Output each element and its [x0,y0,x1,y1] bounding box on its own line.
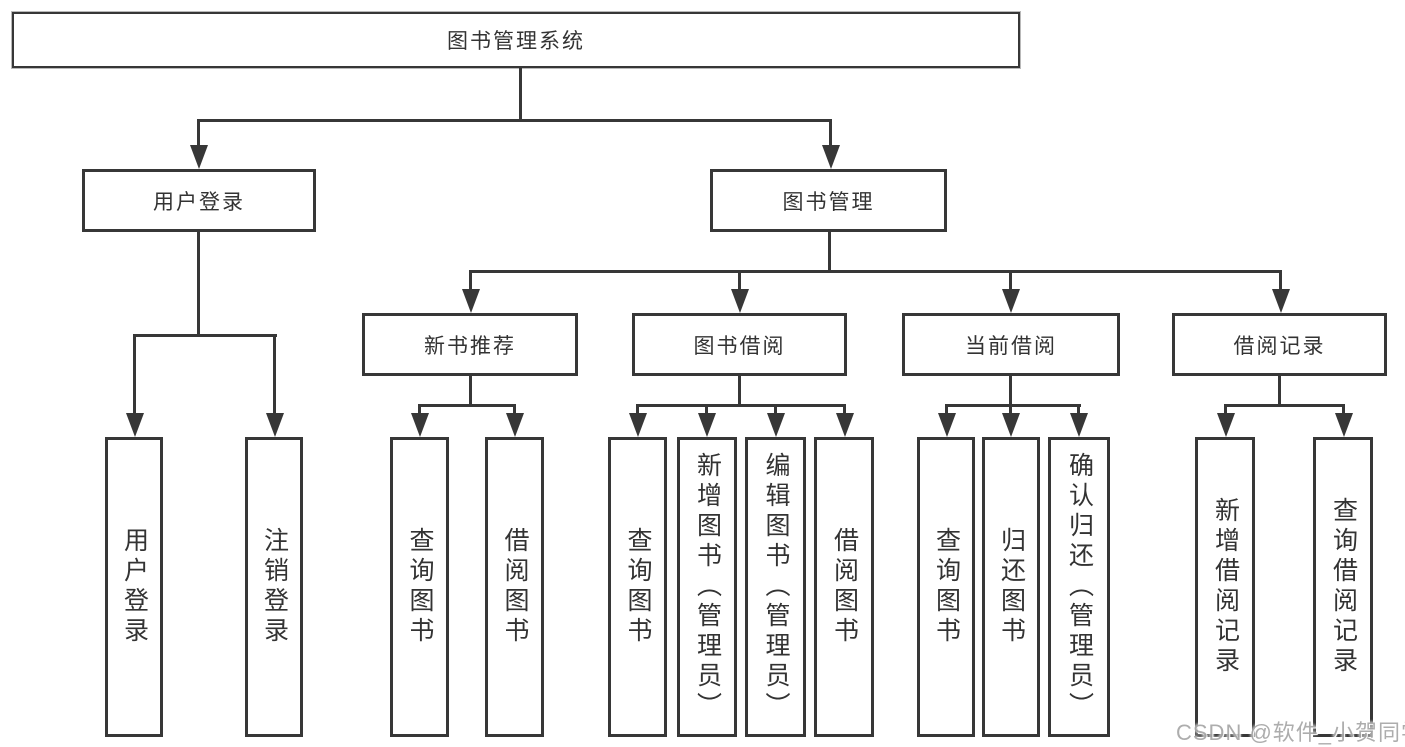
arrow-down-icon [462,289,480,313]
arrow-down-icon [698,413,716,437]
connector-drop [1279,270,1282,293]
connector-drop [774,404,777,418]
arrow-down-icon [938,413,956,437]
connector-branch [418,404,516,407]
connector-drop [1009,404,1012,418]
connector-stem [738,376,741,406]
connector-drop [513,404,516,418]
connector-stem [1278,376,1281,406]
connector-drop [1224,404,1227,418]
arrow-down-icon [1070,413,1088,437]
connector-stem [197,232,200,335]
node-library-management-system: 图书管理系统 [12,12,1020,68]
arrow-down-icon [836,413,854,437]
arrow-down-icon [1272,289,1290,313]
connector-drop [1009,270,1012,293]
connector-branch [133,334,277,337]
node-label: 确认归还（管理员） [1065,452,1094,722]
node-label: 新增借阅记录 [1211,497,1240,677]
node-label: 图书借阅 [693,334,786,358]
node-book-management: 图书管理 [710,169,947,232]
arrow-down-icon [629,413,647,437]
connector-stem [519,67,522,121]
node-user-login: 用户登录 [105,437,163,737]
connector-drop [273,334,276,417]
node-label: 查询借阅记录 [1329,497,1358,677]
node-borrow-books: 借阅图书 [485,437,544,737]
node-user-login-group: 用户登录 [82,169,316,232]
arrow-down-icon [822,145,840,169]
connector-stem [1009,376,1012,406]
arrow-down-icon [1217,413,1235,437]
csdn-watermark: CSDN @软件_小贺同学 [1176,720,1405,745]
connector-stem [469,376,472,406]
node-add-borrow-record: 新增借阅记录 [1195,437,1255,737]
connector-drop [469,270,472,293]
node-confirm-return-admin: 确认归还（管理员） [1048,437,1110,737]
node-new-book-recommendation: 新书推荐 [362,313,578,376]
node-label: 图书管理系统 [447,30,585,53]
node-label: 用户登录 [120,527,149,647]
connector-drop [636,404,639,418]
node-label: 新增图书（管理员） [693,452,722,722]
connector-drop [843,404,846,418]
node-label: 查询图书 [932,527,961,647]
connector-branch [636,404,846,407]
arrow-down-icon [1002,289,1020,313]
node-current-borrowing: 当前借阅 [902,313,1120,376]
connector-drop [1077,404,1080,418]
connector-drop [829,119,832,151]
node-query-books: 查询图书 [608,437,667,737]
connector-branch [945,404,1081,407]
connector-drop [197,119,200,151]
node-label: 查询图书 [624,527,652,647]
arrow-down-icon [506,413,524,437]
arrow-down-icon [1335,413,1353,437]
arrow-down-icon [126,413,144,437]
connector-drop [945,404,948,418]
node-label: 归还图书 [997,527,1026,647]
arrow-down-icon [411,413,429,437]
node-label: 借阅图书 [501,527,529,647]
arrow-down-icon [1002,413,1020,437]
arrow-down-icon [731,289,749,313]
connector-drop [133,334,136,417]
arrow-down-icon [266,413,284,437]
arrow-down-icon [190,145,208,169]
arrow-down-icon [767,413,785,437]
connector-drop [705,404,708,418]
node-label: 借阅图书 [830,527,859,647]
node-query-borrow-record: 查询借阅记录 [1313,437,1373,737]
node-borrow-books: 借阅图书 [814,437,874,737]
node-label: 用户登录 [153,190,245,214]
node-label: 新书推荐 [424,334,516,358]
node-label: 注销登录 [260,527,289,647]
node-label: 借阅记录 [1233,334,1326,358]
node-label: 编辑图书（管理员） [762,452,790,722]
node-return-books: 归还图书 [982,437,1040,737]
node-borrowing-records: 借阅记录 [1172,313,1387,376]
connector-stem [828,232,831,272]
connector-branch [469,270,1282,273]
node-query-books: 查询图书 [917,437,975,737]
connector-branch [1224,404,1345,407]
node-label: 图书管理 [782,190,875,214]
node-book-borrowing: 图书借阅 [632,313,847,376]
node-logout: 注销登录 [245,437,303,737]
node-label: 当前借阅 [965,334,1057,358]
node-add-books-admin: 新增图书（管理员） [677,437,737,737]
connector-branch [197,119,832,122]
node-edit-books-admin: 编辑图书（管理员） [745,437,806,737]
connector-drop [418,404,421,418]
node-label: 查询图书 [406,527,434,647]
node-query-books: 查询图书 [390,437,449,737]
connector-drop [1342,404,1345,418]
connector-drop [738,270,741,293]
